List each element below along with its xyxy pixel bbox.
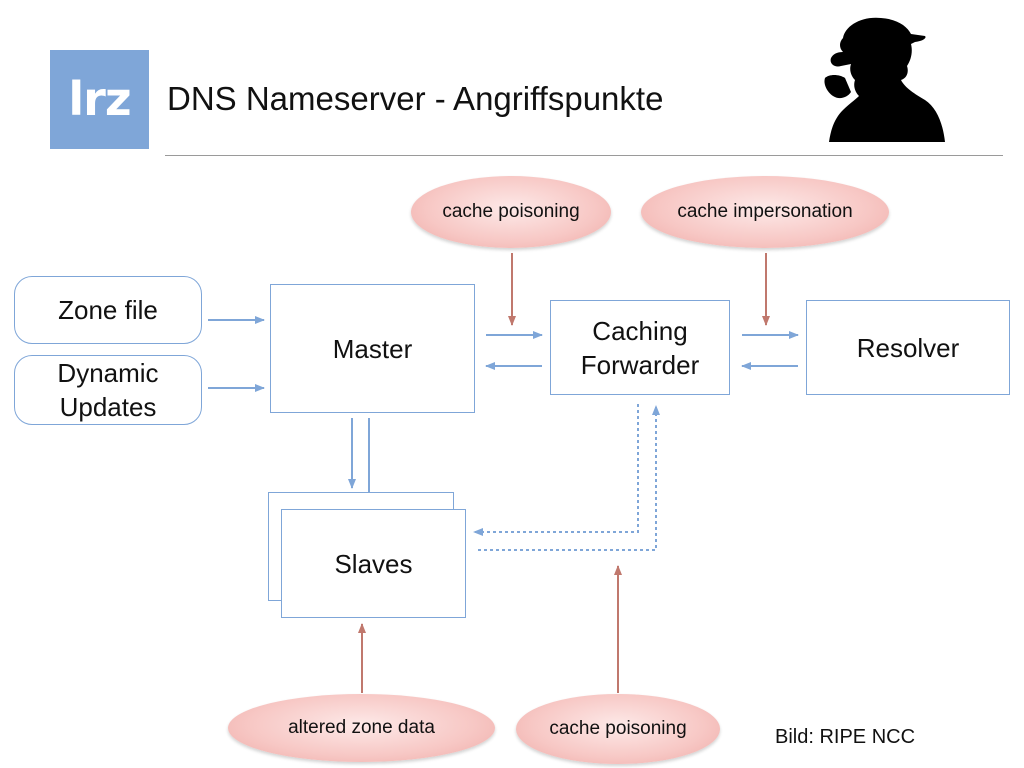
slaves-node: Slaves bbox=[281, 509, 466, 618]
image-credit: Bild: RIPE NCC bbox=[775, 726, 916, 748]
hat-man-silhouette-icon bbox=[824, 17, 945, 142]
title-divider bbox=[165, 155, 1003, 156]
resolver-node: Resolver bbox=[806, 300, 1010, 395]
zone-file-node: Zone file bbox=[14, 276, 202, 344]
slide-title: DNS Nameserver - Angriffspunkte bbox=[167, 80, 664, 117]
attack-altered-zone-data: altered zone data bbox=[228, 694, 495, 762]
caching-forwarder-node: Caching Forwarder bbox=[550, 300, 730, 395]
attack-cache-poisoning-bottom: cache poisoning bbox=[516, 694, 720, 764]
lrz-logo: lrz bbox=[50, 50, 149, 149]
attack-cache-impersonation: cache impersonation bbox=[641, 176, 889, 248]
attack-cache-poisoning-top: cache poisoning bbox=[411, 176, 611, 248]
master-node: Master bbox=[270, 284, 475, 413]
dynamic-updates-node: Dynamic Updates bbox=[14, 355, 202, 425]
